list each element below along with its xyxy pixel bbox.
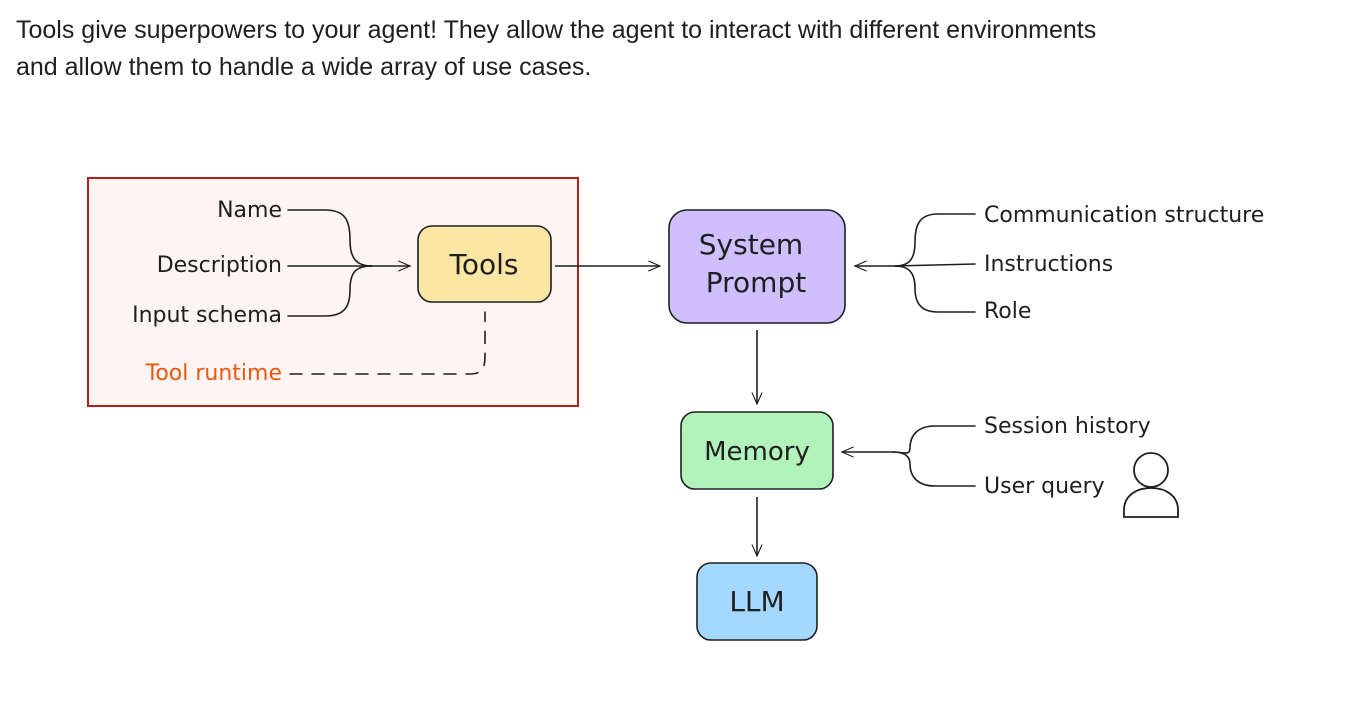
- memory-input-user-query: User query: [984, 474, 1105, 499]
- tool-input-description: Description: [157, 253, 282, 278]
- tool-runtime-connector: [289, 311, 486, 375]
- prompt-input-role: Role: [984, 299, 1031, 324]
- tools-node-label: Tools: [449, 248, 519, 281]
- prompt-inputs-brace: [853, 213, 976, 313]
- tool-input-name: Name: [217, 198, 282, 223]
- memory-node-label: Memory: [704, 437, 810, 467]
- memory-inputs-brace: [840, 425, 976, 487]
- intro-text: Tools give superpowers to your agent! Th…: [16, 12, 1266, 86]
- system-prompt-label-line1: System: [699, 228, 803, 261]
- intro-line-2: and allow them to handle a wide array of…: [16, 53, 592, 81]
- intro-line-1: Tools give superpowers to your agent! Th…: [16, 16, 1097, 44]
- llm-node-label: LLM: [729, 585, 784, 618]
- system-prompt-label-line2: Prompt: [706, 266, 806, 299]
- prompt-input-instructions: Instructions: [984, 252, 1113, 277]
- memory-node: Memory: [680, 411, 834, 490]
- system-prompt-node: System Prompt: [668, 209, 846, 324]
- tool-runtime-label: Tool runtime: [145, 361, 282, 386]
- tool-inputs-brace: [287, 209, 412, 317]
- prompt-input-communication-structure: Communication structure: [984, 203, 1264, 228]
- llm-node: LLM: [696, 562, 818, 641]
- memory-input-session-history: Session history: [984, 414, 1151, 439]
- user-icon: [1123, 452, 1179, 518]
- tools-node: Tools: [417, 225, 552, 303]
- tool-input-schema: Input schema: [132, 303, 282, 328]
